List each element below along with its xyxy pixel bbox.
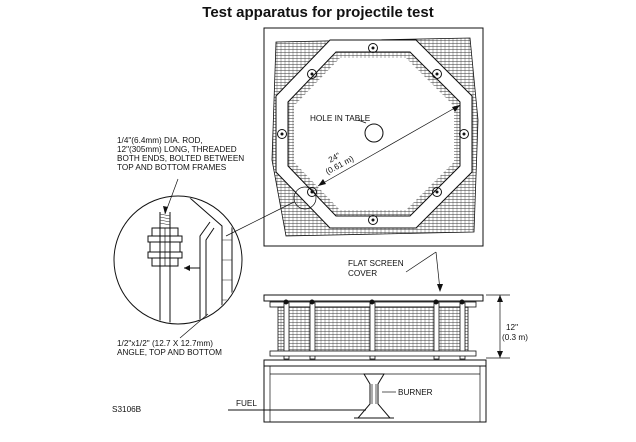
detail-circle (113, 195, 243, 325)
hole-label: HOLE IN TABLE (310, 114, 371, 123)
detail-reference-circle (293, 186, 317, 210)
table-outer-square (263, 27, 484, 247)
rod-note-line-2: 12"(305mm) LONG, THREADED (117, 145, 237, 154)
rod-note-line-4: TOP AND BOTTOM FRAMES (117, 163, 227, 172)
side-view: FLAT SCREEN COVER 12 (228, 251, 528, 423)
rod-note-line-3: BOTH ENDS, BOLTED BETWEEN (117, 154, 244, 163)
rod-detail (113, 178, 243, 339)
burner-label: BURNER (398, 388, 433, 397)
octagon-opening (294, 58, 454, 210)
angle-note-line-1: 1/2"x1/2" (12.7 X 12.7mm) (117, 339, 213, 348)
rod-note-line-1: 1/4"(6.4mm) DIA. ROD, (117, 136, 203, 145)
figure-title: Test apparatus for projectile test (202, 4, 434, 21)
angle-note-line-2: ANGLE, TOP AND BOTTOM (117, 348, 222, 357)
table-body (263, 365, 487, 423)
table-hole (364, 123, 384, 143)
top-view: HOLE IN TABLE 24" (0.61 m) (263, 27, 484, 247)
fuel-label: FUEL (236, 399, 257, 408)
flat-screen-label-1: FLAT SCREEN (348, 259, 404, 268)
table-top (263, 359, 487, 367)
figure-id: S3106B (112, 405, 142, 414)
dimension-24-line (317, 104, 461, 187)
frame-bolts (277, 43, 469, 225)
burner (354, 373, 394, 419)
flat-screen-label-2: COVER (348, 269, 377, 278)
dimension-12-metric: (0.3 m) (502, 333, 528, 342)
threaded-rods-side (283, 299, 466, 360)
dimension-12-value: 12" (506, 323, 518, 332)
